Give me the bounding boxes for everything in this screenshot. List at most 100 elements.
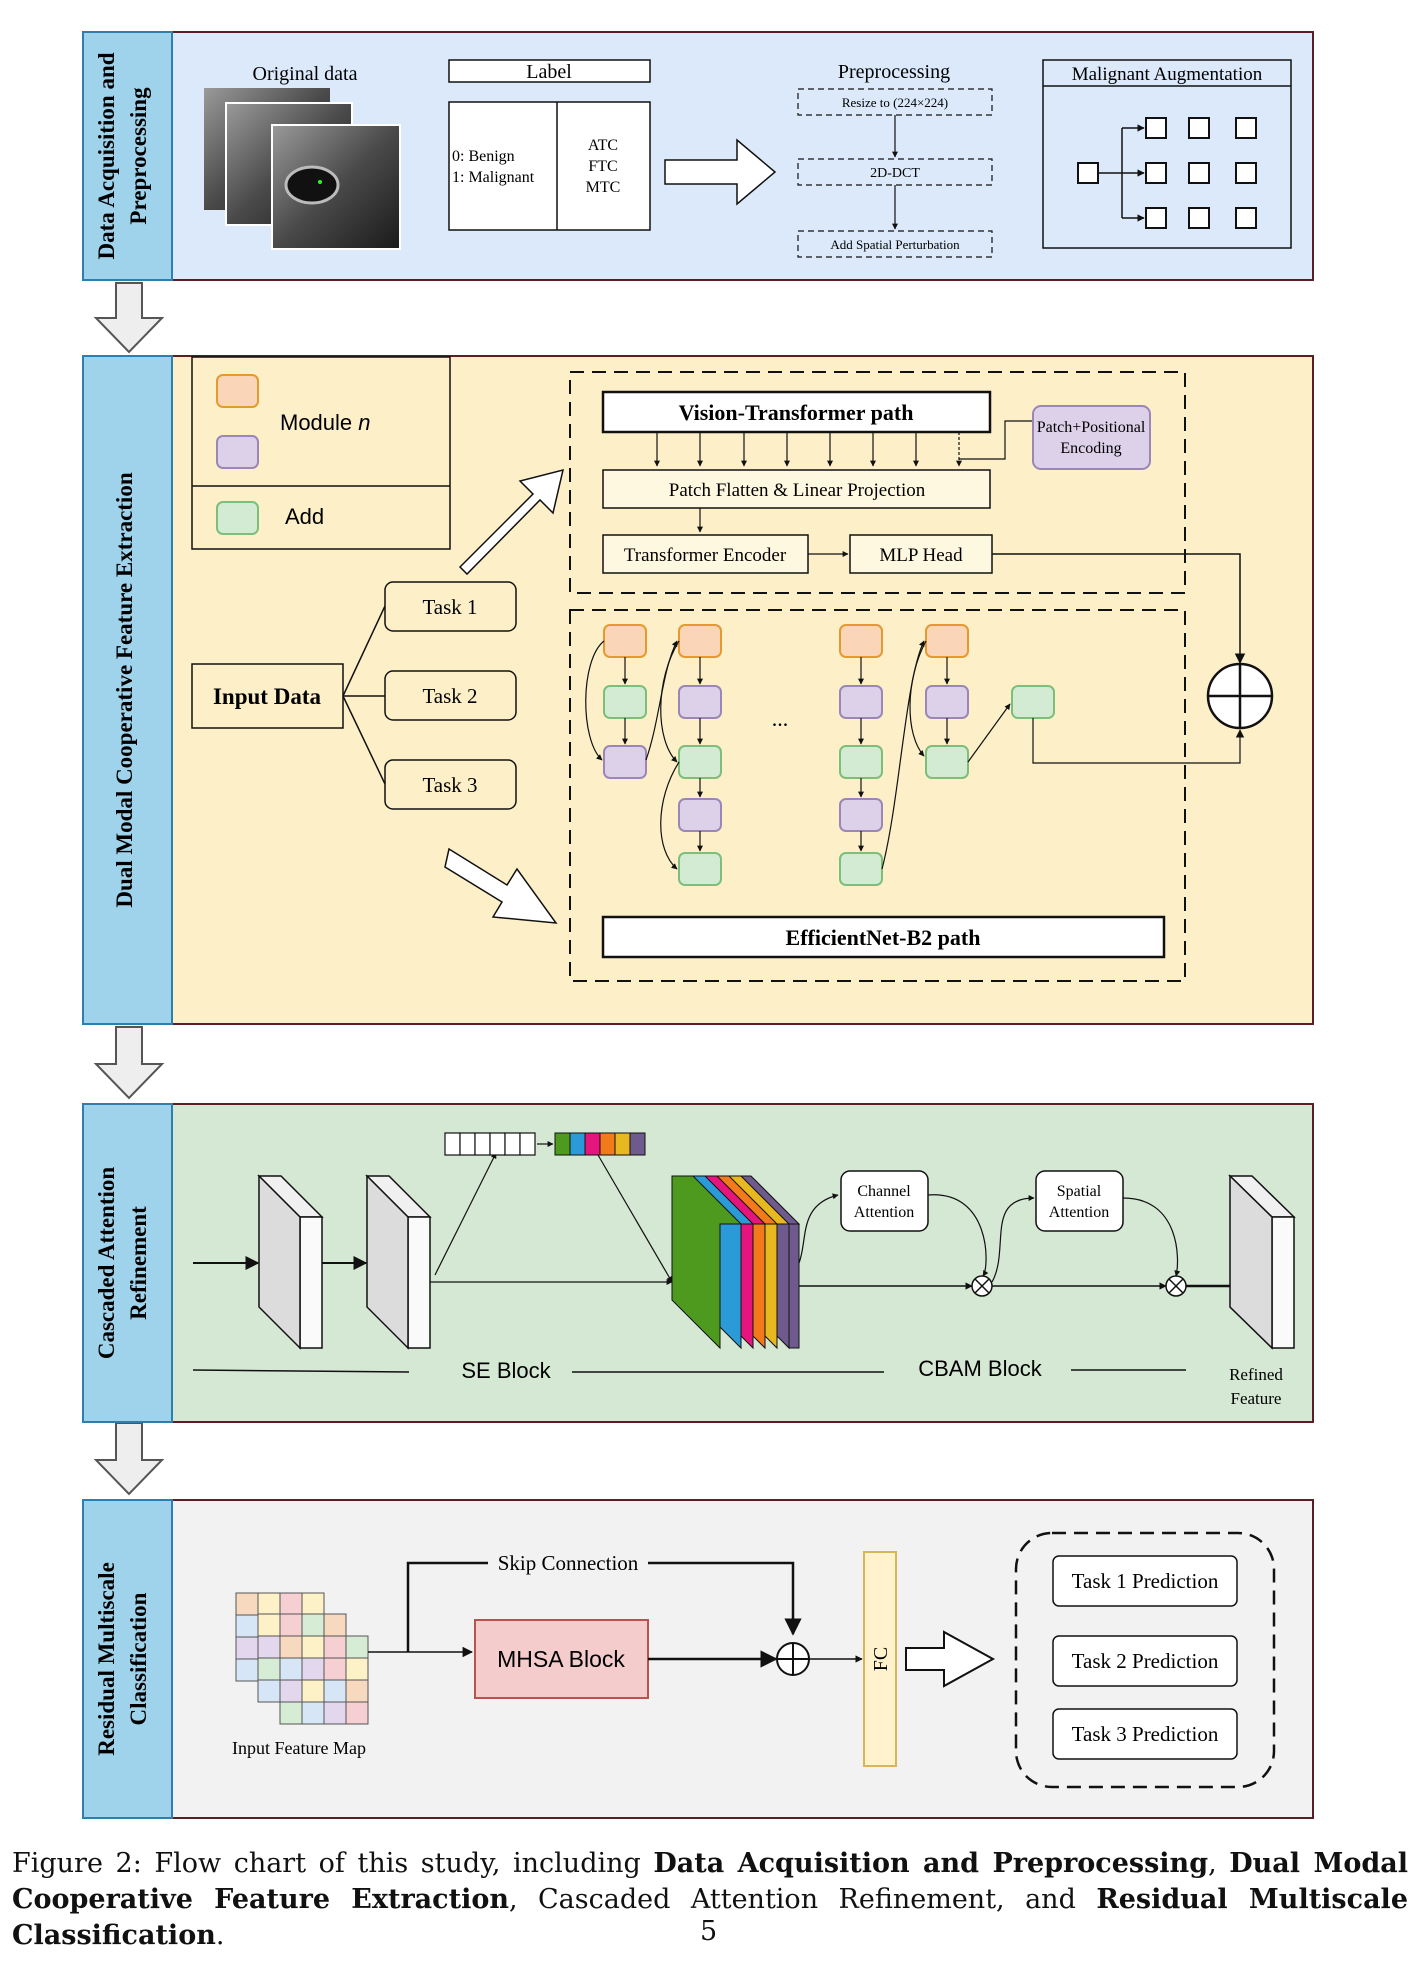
mlp-head-label: MLP Head: [879, 545, 963, 566]
page-number: 5: [700, 1916, 718, 1947]
block-arrow-right: [664, 138, 777, 206]
legend-module-label: Module n: [280, 410, 371, 435]
efficientnet-path-header: [601, 915, 1166, 959]
task2-prediction-label: Task 2 Prediction: [1072, 1649, 1219, 1673]
input-feature-map: [235, 1592, 369, 1725]
task3-box: [384, 759, 517, 810]
label-header-box: [448, 59, 651, 83]
malignant-augmentation-box: [1042, 59, 1292, 249]
block-arrow-up-right: [458, 468, 565, 576]
input-data-label: Input Data: [213, 684, 322, 709]
se-squeeze-vector: [444, 1132, 536, 1156]
patch-positional-line2: Encoding: [1060, 440, 1121, 457]
task1-label: Task 1: [422, 595, 477, 619]
transformer-encoder-label: Transformer Encoder: [624, 545, 787, 566]
task1-prediction-box: [1052, 1555, 1238, 1607]
caption-prefix: Figure 2: Flow chart of this study, incl…: [12, 1848, 654, 1879]
caption-sep-1: ,: [1208, 1848, 1230, 1879]
channel-attention-box: [840, 1170, 929, 1232]
efficientnet-path-region: [569, 609, 1186, 982]
section4-label-line1: Residual Multiscale: [94, 1562, 119, 1756]
section-down-arrow-2: [93, 1026, 165, 1100]
section-dual-modal: Dual Modal Cooperative Feature Extractio…: [82, 355, 1314, 1025]
flow-chart-diagram: Data Acquisition and Preprocessing Origi…: [82, 31, 1314, 1819]
vit-path-label: Vision-Transformer path: [679, 400, 914, 425]
section1-label-line2: Preprocessing: [126, 87, 151, 225]
section-cascaded-attention: Cascaded Attention Refinement: [82, 1103, 1314, 1423]
task3-prediction-label: Task 3 Prediction: [1072, 1722, 1219, 1746]
label-malignant: 1: Malignant: [452, 169, 535, 186]
se-excitation-vector: [554, 1132, 646, 1156]
input-feature-map-label: Input Feature Map: [232, 1738, 366, 1758]
refined-feature-line1: Refined: [1229, 1365, 1283, 1384]
label-box: [448, 101, 651, 231]
se-block-label: SE Block: [461, 1358, 551, 1383]
task1-prediction-label: Task 1 Prediction: [1072, 1569, 1219, 1593]
fc-label: FC: [870, 1647, 892, 1671]
augmentation-squares: [1077, 117, 1257, 229]
section-residual-classification: Residual Multiscale Classification Input…: [82, 1499, 1314, 1819]
task2-box: [384, 670, 517, 721]
malignant-augmentation-title: Malignant Augmentation: [1072, 64, 1263, 85]
caption-bold-2: Dual Modal Cooperative Feature Extractio…: [12, 1848, 1408, 1915]
spatial-attention-line1: Spatial: [1057, 1183, 1102, 1200]
mhsa-block-box: [474, 1619, 649, 1699]
caption-end: .: [215, 1920, 225, 1951]
patch-flatten-box: [602, 469, 991, 509]
mhsa-block-label: MHSA Block: [497, 1646, 625, 1672]
task3-prediction-box: [1052, 1708, 1238, 1760]
channel-attention-line2: Attention: [854, 1204, 914, 1221]
mlp-head-box: [849, 534, 993, 574]
pre-step-perturbation: Add Spatial Perturbation: [830, 237, 960, 252]
predictions-region: [1014, 1531, 1276, 1789]
efficientnet-ellipsis: ...: [772, 706, 789, 731]
transformer-encoder-box: [602, 534, 809, 574]
vit-patch-arrows: [654, 432, 962, 467]
se-feature-plane-2: [365, 1174, 432, 1350]
patch-positional-encoding-box: [1032, 405, 1151, 470]
task2-label: Task 2: [422, 684, 477, 708]
ultrasound-images: [204, 88, 401, 250]
block-arrow-to-predictions: [905, 1630, 996, 1688]
section2-label: Dual Modal Cooperative Feature Extractio…: [112, 472, 137, 907]
label-atc: ATC: [588, 137, 618, 154]
section1-label-line1: Data Acquisition and: [94, 52, 119, 259]
section-down-arrow-1: [93, 282, 165, 354]
efficientnet-connections: [585, 640, 1245, 870]
task2-prediction-box: [1052, 1635, 1238, 1687]
refined-feature-line2: Feature: [1231, 1389, 1282, 1408]
patch-positional-line1: Patch+Positional: [1037, 419, 1146, 436]
vit-path-header: [601, 390, 992, 434]
residual-add-icon: [776, 1642, 810, 1676]
legend-add-label: Add: [285, 504, 324, 529]
cbam-block-label: CBAM Block: [918, 1356, 1042, 1381]
preprocessing-title: Preprocessing: [838, 61, 950, 83]
section-down-arrow-3: [93, 1422, 165, 1496]
pre-step-resize: Resize to (224×224): [842, 95, 948, 110]
section4-label-line2: Classification: [126, 1592, 151, 1725]
legend-box: [191, 356, 451, 550]
original-data-title: Original data: [253, 63, 358, 85]
recalibrated-feature-stack: [671, 1175, 801, 1350]
spatial-attention-line2: Attention: [1049, 1204, 1109, 1221]
caption-bold-1: Data Acquisition and Preprocessing: [653, 1848, 1209, 1879]
task1-box: [384, 581, 517, 632]
spatial-attention-box: [1035, 1170, 1124, 1232]
patch-flatten-label: Patch Flatten & Linear Projection: [669, 480, 926, 501]
channel-attention-line1: Channel: [857, 1183, 911, 1200]
section-data-acquisition: Data Acquisition and Preprocessing Origi…: [82, 31, 1314, 281]
caption-sep-2: , Cascaded Attention Refinement, and: [508, 1884, 1097, 1915]
label-header: Label: [526, 61, 572, 83]
label-benign: 0: Benign: [452, 148, 515, 165]
block-arrow-down-right: [444, 847, 558, 924]
section3-label-line1: Cascaded Attention: [94, 1167, 119, 1360]
label-mtc: MTC: [586, 179, 621, 196]
task3-label: Task 3: [422, 773, 477, 797]
multiply-icon-2: [1165, 1275, 1187, 1297]
fc-layer-box: [863, 1551, 897, 1767]
skip-connection-label: Skip Connection: [498, 1551, 639, 1575]
label-ftc: FTC: [588, 158, 617, 175]
figure-caption: Figure 2: Flow chart of this study, incl…: [12, 1846, 1408, 1954]
add-fusion-icon: [1206, 662, 1274, 730]
multiply-icon-1: [971, 1275, 993, 1297]
